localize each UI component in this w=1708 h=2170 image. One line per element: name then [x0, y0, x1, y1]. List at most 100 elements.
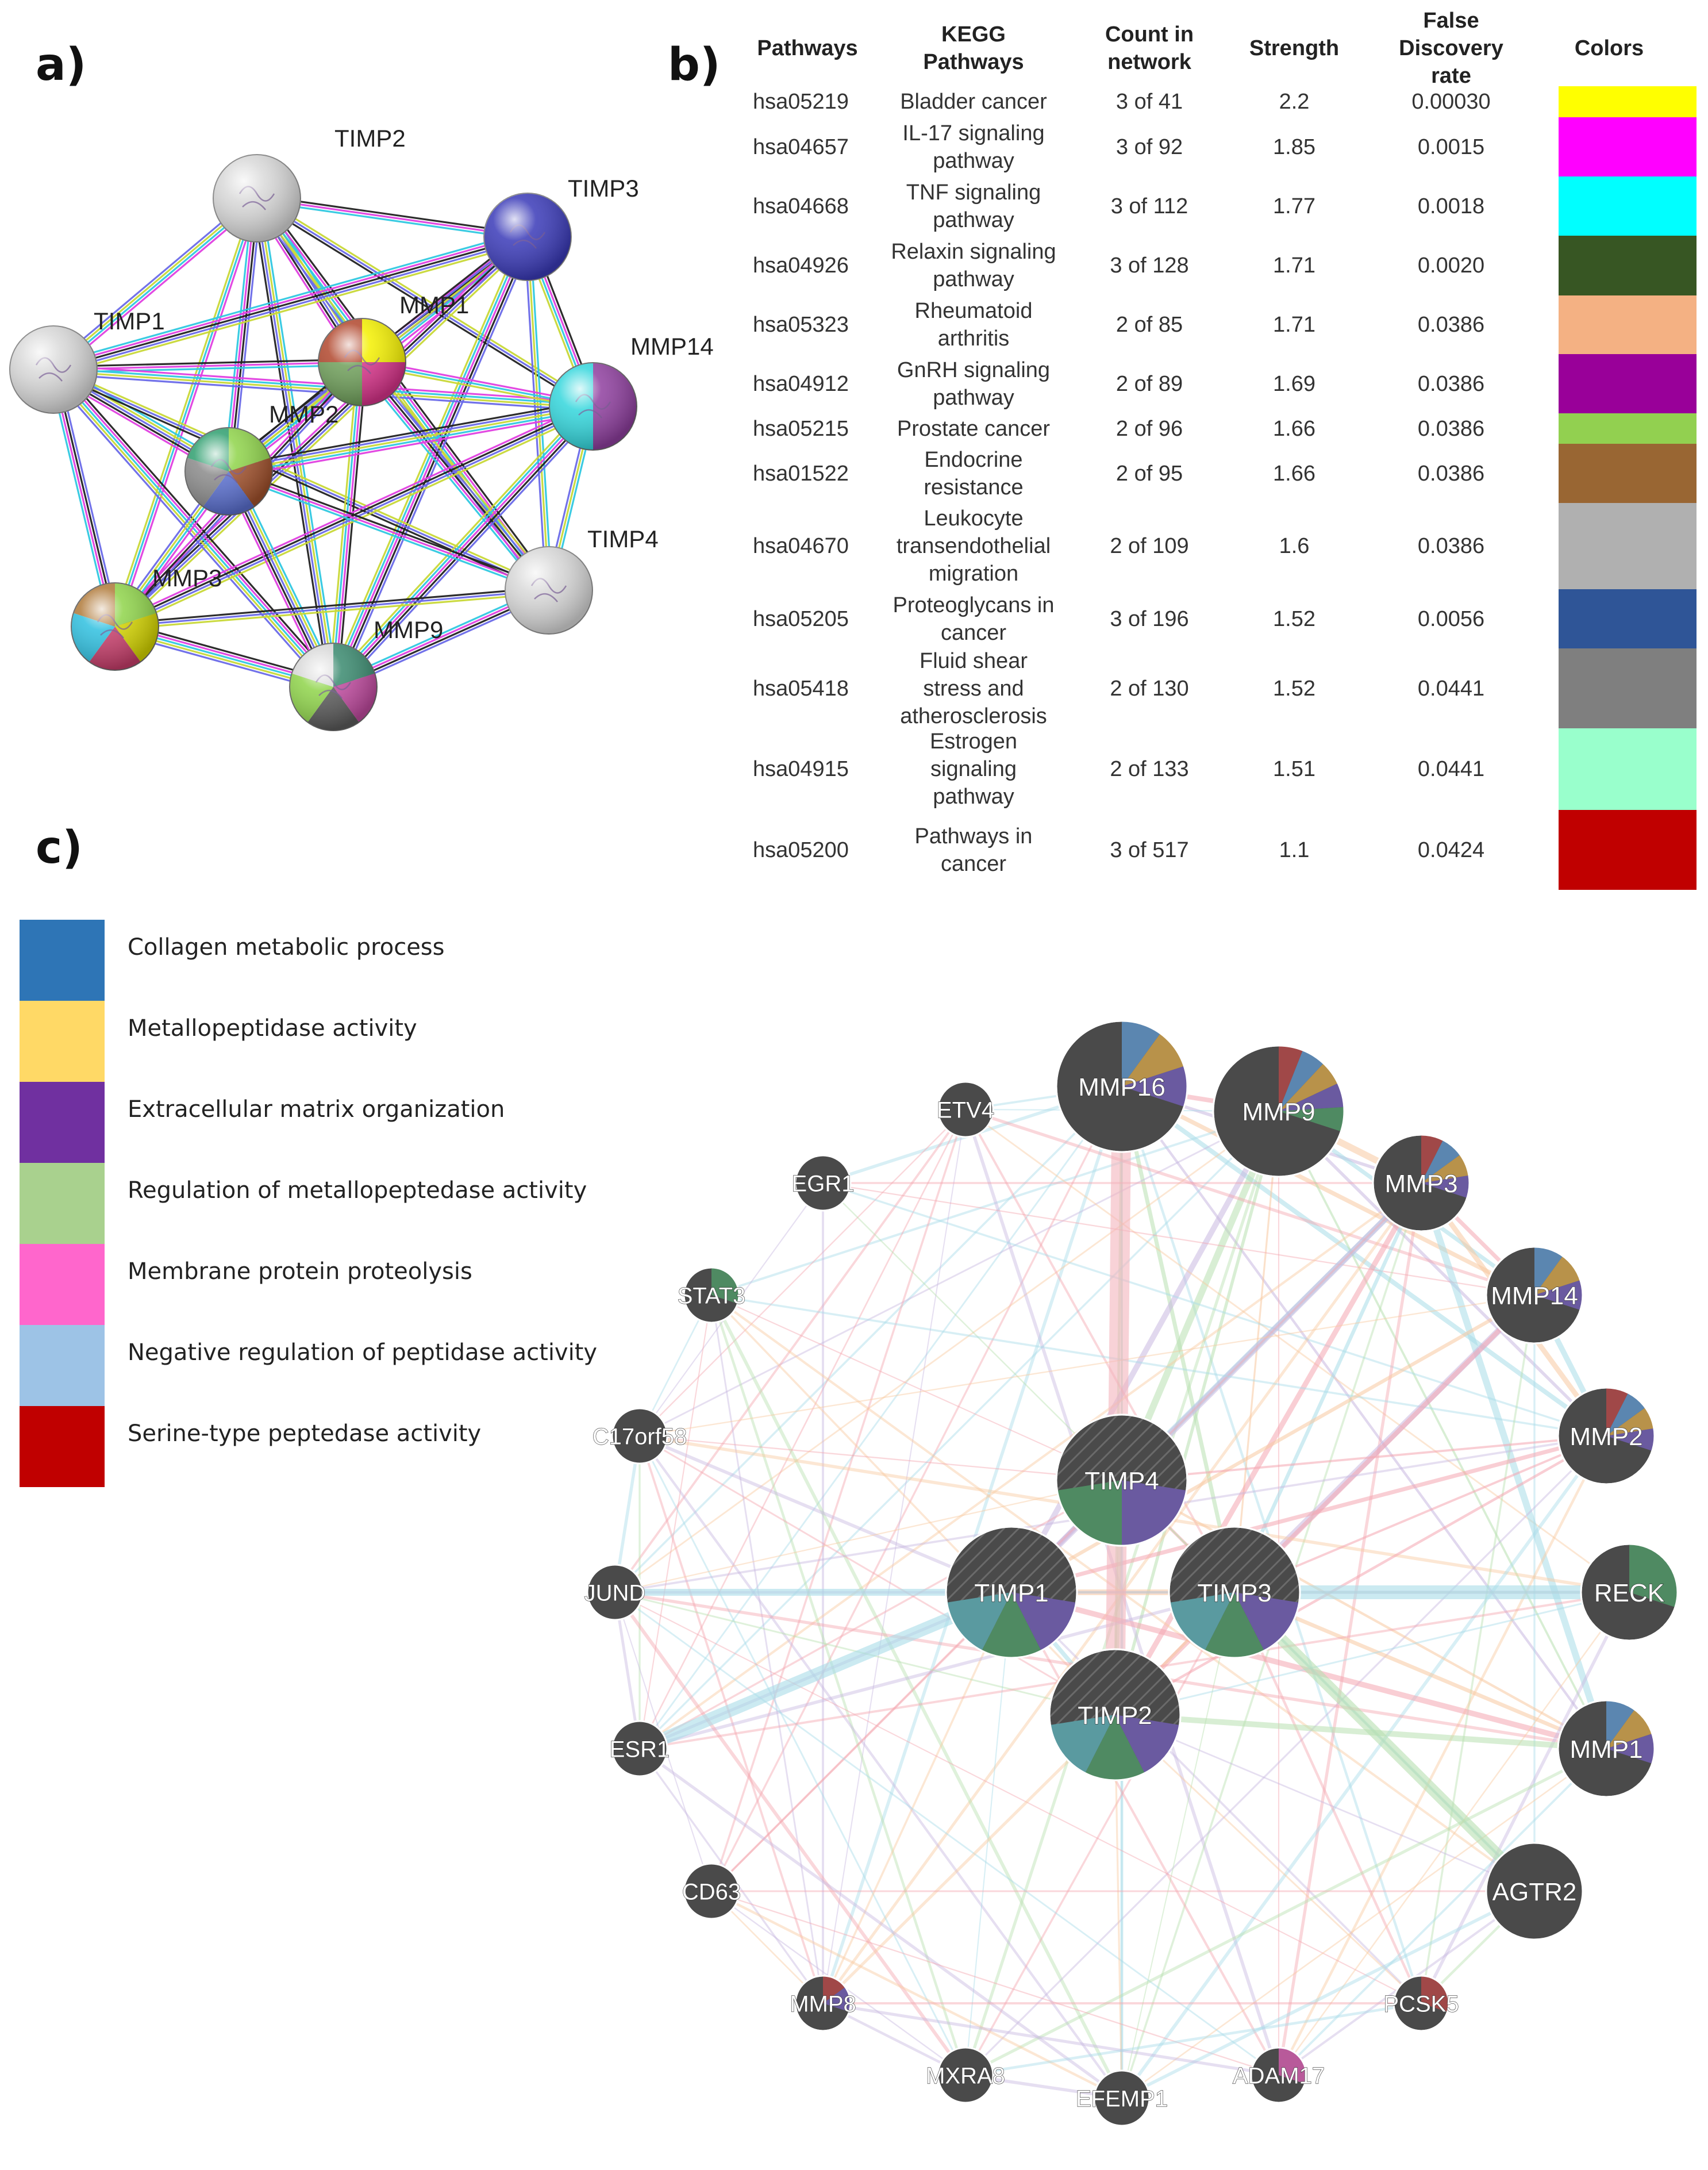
string-network-nodes: TIMP2TIMP3TIMP1MMP1MMP14MMP2TIMP4MMP3MMP… [9, 125, 714, 731]
gm-edge-etv4-cd63 [710, 1108, 967, 1892]
cell-strength: 2.2 [1279, 90, 1310, 114]
string-edge-mmp1-timp4 [357, 365, 545, 595]
gm-edge-mmp9-c17orf58 [638, 1110, 1280, 1437]
gm-node-label: TIMP2 [1078, 1702, 1152, 1730]
cell-id: hsa04915 [753, 757, 849, 781]
gm-edge-jund-adam17 [614, 1591, 1280, 2076]
pathway-color-swatch [1559, 728, 1697, 810]
gm-edge-mmp2-efemp1 [1120, 1434, 1608, 2100]
gm-edge-timp3-pcsk5 [1233, 1591, 1423, 2005]
cell-name: Leukocyte transendothelial migration [896, 506, 1051, 586]
cell-name: Relaxin signaling pathway [891, 240, 1056, 291]
string-edge-timp4-mmp3 [114, 589, 549, 628]
cell-name: Prostate cancer [897, 416, 1051, 441]
gm-edge-stat3-mmp8 [710, 1294, 824, 2004]
string-edge-mmp1-timp4 [361, 361, 550, 592]
pathway-color-swatch [1559, 444, 1697, 503]
panel-label-b: b) [668, 39, 721, 91]
string-node-mmp2: MMP2 [184, 401, 338, 516]
cell-name: GnRH signaling pathway [897, 358, 1051, 410]
legend-label: Collagen metabolic process [128, 934, 445, 961]
gm-edge-mmp3-timp3 [1232, 1181, 1424, 1595]
string-edge-mmp14-mmp2 [229, 408, 594, 475]
string-edge-timp2-mmp9 [257, 198, 336, 687]
gm-node-label: C17orf58 [593, 1424, 687, 1449]
cell-count: 3 of 92 [1115, 135, 1183, 159]
gm-node-label: MMP3 [1384, 1170, 1457, 1198]
string-edge-timp2-timp4 [260, 194, 555, 587]
string-node-mmp3: MMP3 [71, 564, 222, 671]
gm-node-label: MMP2 [1569, 1423, 1642, 1451]
gm-node-label: TIMP4 [1084, 1467, 1159, 1495]
cell-strength: 1.85 [1273, 135, 1315, 159]
string-edge-timp1-mmp9 [55, 367, 336, 686]
gm-edge-timp4-esr1 [638, 1479, 1123, 1750]
gm-edge-mmp1-efemp1 [1121, 1747, 1607, 2099]
cell-name: Proteoglycans in cancer [893, 593, 1055, 645]
gm-node-adam17: ADAM17 [1232, 2046, 1325, 2104]
gm-edge-esr1-efemp1 [638, 1747, 1124, 2100]
gm-node-label: ESR1 [610, 1737, 670, 1762]
gm-node-mmp1: MMP1 [1557, 1699, 1656, 1798]
cell-fdr: 0.0386 [1417, 313, 1485, 337]
gm-edge-timp4-mmp1 [1120, 1478, 1608, 1750]
string-node-label: TIMP1 [94, 308, 165, 335]
cell-count: 3 of 128 [1110, 254, 1189, 278]
cell-strength: 1.52 [1273, 676, 1315, 701]
gm-edge-c17orf58-mxra8 [638, 1435, 967, 2076]
string-edge-timp2-timp1 [50, 194, 255, 367]
table-header-fdr: False Discovery rate [1399, 9, 1503, 88]
string-edge-mmp14-mmp9 [337, 409, 598, 692]
cell-count: 3 of 112 [1110, 194, 1188, 218]
gm-node-agtr2: AGTR2 [1485, 1842, 1584, 1941]
string-edge-mmp1-mmp9 [328, 362, 359, 687]
pathway-color-swatch [1559, 117, 1697, 176]
gm-edge-timp2-pcsk5 [1114, 1714, 1422, 2004]
legend-label: Negative regulation of peptidase activit… [128, 1339, 598, 1366]
cell-name: Endocrine resistance [924, 447, 1024, 500]
gm-edge-mmp2-adam17 [1277, 1434, 1608, 2077]
cell-count: 2 of 96 [1115, 416, 1183, 441]
gm-edge-esr1-timp1 [637, 1586, 1014, 1755]
cell-id: hsa05200 [753, 838, 849, 862]
cell-strength: 1.71 [1273, 254, 1315, 278]
gm-edge-mmp16-esr1 [638, 1085, 1123, 1750]
string-edge-mmp2-timp4 [228, 470, 549, 592]
cell-name: Pathways in cancer [914, 824, 1033, 876]
gm-edge-timp2-agtr2 [1114, 1714, 1536, 1892]
string-edge-timp3-mmp3 [117, 239, 532, 631]
cell-fdr: 0.0386 [1417, 461, 1485, 486]
gm-node-label: MMP14 [1491, 1282, 1578, 1310]
cell-count: 3 of 517 [1110, 838, 1189, 862]
string-node-timp3: TIMP3 [483, 175, 639, 281]
gm-edge-mmp8-adam17 [821, 2002, 1280, 2077]
gm-edge-mmp1-adam17 [1278, 1747, 1607, 2076]
gm-node-c17orf58: C17orf58 [592, 1407, 687, 1465]
cell-strength: 1.66 [1273, 416, 1315, 441]
string-edge-timp2-timp3 [256, 200, 528, 241]
legend-swatch-negative-regulation-of-peptidase-activity [20, 1325, 105, 1406]
string-node-label: TIMP3 [568, 175, 639, 202]
string-edge-timp3-timp1 [53, 239, 529, 374]
cell-id: hsa05215 [753, 416, 849, 441]
string-edge-mmp14-mmp2 [227, 400, 593, 467]
gm-edge-stat3-mxra8 [710, 1293, 967, 2077]
table-header-count: Count in network [1105, 22, 1194, 74]
gm-node-label: JUND [584, 1580, 646, 1606]
gm-edge-mmp16-cd63 [710, 1085, 1123, 1892]
pathway-color-swatch [1559, 810, 1697, 890]
string-edge-timp3-mmp9 [332, 236, 529, 688]
string-edge-timp2-mmp14 [256, 197, 594, 408]
string-edge-timp2-timp3 [256, 197, 528, 238]
string-edge-timp3-timp1 [53, 236, 528, 371]
panel-label-a: a) [36, 39, 87, 91]
gm-node-egr1: EGR1 [791, 1154, 855, 1212]
cell-id: hsa01522 [753, 461, 849, 486]
gm-edge-mmp1-mxra8 [964, 1747, 1608, 2077]
cell-fdr: 0.00030 [1411, 90, 1491, 114]
string-edge-timp2-timp3 [257, 194, 528, 235]
cell-fdr: 0.0015 [1417, 135, 1485, 159]
legend-swatch-regulation-of-metallopeptedase-activity [20, 1163, 105, 1244]
gm-edge-jund-pcsk5 [614, 1591, 1422, 2004]
gm-node-mxra8: MXRA8 [925, 2046, 1006, 2104]
